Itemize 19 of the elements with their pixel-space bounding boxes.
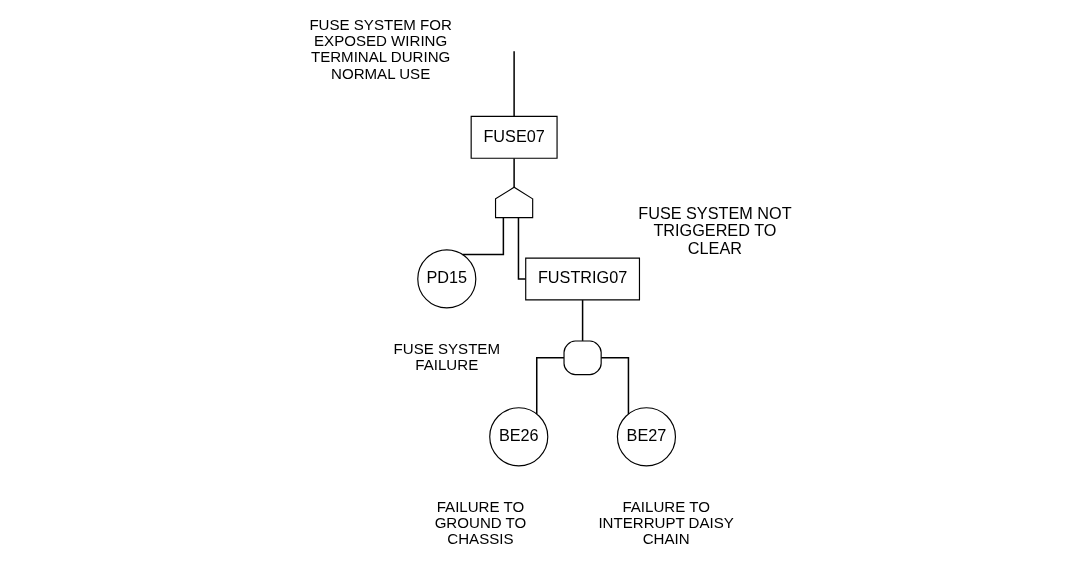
node-gate bbox=[494, 186, 533, 219]
node-circle: BE27 bbox=[616, 407, 676, 467]
node-circle: PD15 bbox=[416, 249, 476, 309]
node-label: FUSE SYSTEM FOR EXPOSED WIRING TERMINAL DURING NORMAL USE bbox=[308, 15, 452, 82]
node-circle: BE26 bbox=[488, 407, 548, 467]
connector bbox=[461, 217, 504, 256]
connector bbox=[581, 299, 583, 342]
node-box: FUSTRIG07 bbox=[524, 257, 640, 301]
node-label: FUSE SYSTEM NOT TRIGGERED TO CLEAR bbox=[637, 203, 792, 257]
node-label: FAILURE TO INTERRUPT DAISY CHAIN bbox=[597, 497, 734, 548]
connector bbox=[512, 157, 515, 188]
connector bbox=[517, 217, 526, 280]
node-label: FUSE SYSTEM FAILURE bbox=[393, 339, 500, 373]
connector bbox=[512, 50, 515, 117]
connector bbox=[535, 357, 565, 415]
node-box: FUSE07 bbox=[470, 115, 558, 159]
connector bbox=[600, 357, 629, 415]
node-label: FAILURE TO GROUND TO CHASSIS bbox=[434, 497, 526, 548]
node-gate bbox=[562, 340, 602, 376]
